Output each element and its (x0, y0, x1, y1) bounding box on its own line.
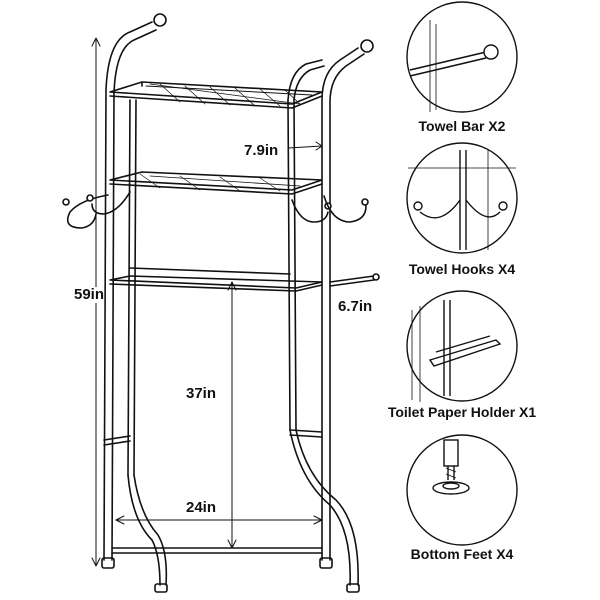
height-total-label: 59in (74, 286, 105, 303)
lower-bar-frame (109, 267, 323, 292)
right-back-upright (287, 59, 359, 586)
inner-width-label: 24in (186, 499, 217, 516)
shelf-gap-label: 7.9in (244, 142, 279, 159)
towel-hooks-detail (406, 142, 518, 254)
left-upright-knob (153, 13, 167, 27)
bottom-feet-caption: Bottom Feet X4 (410, 546, 514, 562)
towel-hooks-caption: Towel Hooks X4 (408, 261, 516, 277)
right-towel-bar (329, 273, 380, 287)
right-upright-knob (360, 39, 374, 53)
hook-offset-label: 6.7in (338, 298, 373, 315)
feet (101, 557, 360, 593)
bottom-crossbars (103, 429, 323, 554)
towel-bar-caption: Towel Bar X2 (418, 118, 506, 134)
paper-holder-detail (406, 290, 518, 402)
right-front-upright (321, 39, 374, 561)
bottom-feet-detail (406, 434, 518, 546)
clearance-height-label: 37in (186, 385, 217, 402)
right-towel-hooks (291, 195, 369, 223)
top-shelf (109, 81, 323, 109)
left-back-upright (127, 99, 168, 586)
towel-bar-detail (406, 1, 518, 113)
paper-holder-caption: Toilet Paper Holder X1 (387, 404, 537, 420)
middle-shelf (109, 171, 323, 195)
left-towel-hooks (62, 191, 131, 229)
